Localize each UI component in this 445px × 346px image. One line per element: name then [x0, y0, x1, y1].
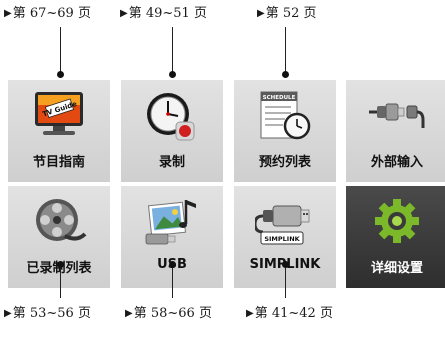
- clock-record-icon: [147, 93, 195, 141]
- triangle-arrow-icon: ▶: [257, 8, 265, 19]
- top-ref-schedule: ▶第 52 页: [257, 6, 317, 23]
- ref-text: 第 58~66 页: [133, 306, 212, 321]
- tile-label: 外部输入: [370, 155, 423, 170]
- triangle-arrow-icon: ▶: [125, 308, 133, 319]
- ref-text: 第 49~51 页: [128, 6, 207, 21]
- tile-detailed-settings[interactable]: 详细设置: [346, 186, 445, 288]
- bottom-ref-simplink: ▶第 41~42 页: [246, 306, 333, 323]
- triangle-arrow-icon: ▶: [120, 8, 128, 19]
- ref-text: 第 53~56 页: [12, 306, 91, 321]
- bottom-connector-line: [172, 264, 173, 298]
- connector-dot: [282, 261, 289, 268]
- connector-dot: [169, 261, 176, 268]
- schedule-icon: SCHEDULE: [260, 91, 311, 140]
- tile-label: 节目指南: [32, 155, 85, 170]
- tile-schedule[interactable]: SCHEDULE 预约列表: [234, 80, 336, 182]
- ref-text: 第 67~69 页: [12, 6, 91, 21]
- top-connector-line: [172, 27, 173, 74]
- top-connector-line: [285, 27, 286, 74]
- top-ref-tv-guide: ▶第 67~69 页: [4, 6, 91, 23]
- bottom-ref-usb: ▶第 58~66 页: [125, 306, 212, 323]
- tile-external-input[interactable]: 外部输入: [346, 80, 445, 182]
- film-reel-icon: [36, 199, 87, 241]
- tile-label: 详细设置: [370, 261, 423, 276]
- tile-label: 预约列表: [258, 155, 311, 170]
- ref-text: 第 52 页: [265, 6, 317, 21]
- simplink-icon: SIMPLINK: [255, 205, 310, 245]
- gear-settings-icon: [375, 199, 419, 243]
- connector-dot: [169, 71, 176, 78]
- triangle-arrow-icon: ▶: [4, 308, 12, 319]
- tile-record[interactable]: 录制: [121, 80, 223, 182]
- ref-text: 第 41~42 页: [254, 306, 333, 321]
- tv-guide-icon: TV Guide: [35, 92, 83, 135]
- usb-photo-music-icon: [145, 200, 196, 245]
- tile-tv-guide[interactable]: TV Guide 节目指南: [8, 80, 110, 182]
- bottom-ref-recorded-list: ▶第 53~56 页: [4, 306, 91, 323]
- simplink-icon-text: SIMPLINK: [264, 235, 300, 243]
- schedule-icon-text: SCHEDULE: [263, 95, 296, 101]
- top-ref-record: ▶第 49~51 页: [120, 6, 207, 23]
- triangle-arrow-icon: ▶: [4, 8, 12, 19]
- tile-label: 已录制列表: [26, 261, 92, 276]
- tile-label: 录制: [158, 155, 185, 170]
- connector-dot: [57, 71, 64, 78]
- connector-dot: [282, 71, 289, 78]
- triangle-arrow-icon: ▶: [246, 308, 254, 319]
- connector-dot: [57, 261, 64, 268]
- top-connector-line: [60, 27, 61, 74]
- tile-recorded-list[interactable]: 已录制列表: [8, 186, 110, 288]
- bottom-connector-line: [285, 264, 286, 298]
- input-cable-icon: [369, 103, 425, 128]
- bottom-connector-line: [60, 264, 61, 298]
